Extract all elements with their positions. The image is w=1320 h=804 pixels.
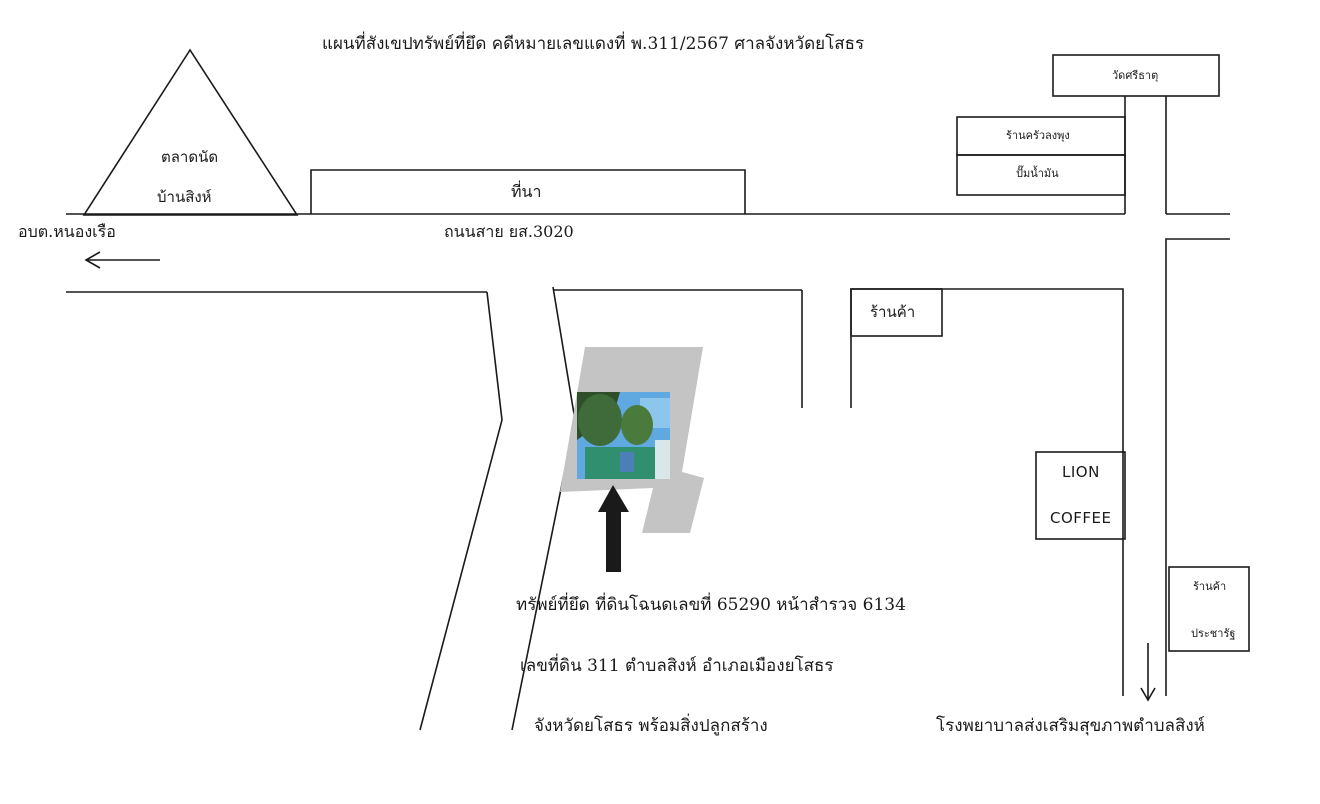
lion-coffee-box [1035, 451, 1126, 540]
temple-box [1052, 54, 1220, 97]
market-triangle [82, 48, 299, 216]
shop-block-left [850, 288, 1124, 696]
gas-station-box [956, 154, 1126, 196]
gas-station-label: ปั๊มน้ำมัน [1016, 167, 1059, 180]
property-label-line2: เลขที่ดิน 311 ตำบลสิงห์ อำเภอเมืองยโสธร [520, 656, 834, 676]
temple-label: วัดศรีธาตุ [1112, 69, 1159, 82]
west-arrow-head [84, 251, 101, 269]
property-label-line3: จังหวัดยโสธร พร้อมสิ่งปลูกสร้าง [534, 716, 768, 736]
property-label-line1: ทรัพย์ที่ยึด ที่ดินโฉนดเลขที่ 65290 หน้า… [516, 595, 906, 615]
market-label-line1: ตลาดนัด [161, 148, 219, 166]
lion-coffee-label-line1: LION [1062, 463, 1100, 481]
rice-field-box [310, 169, 746, 214]
hospital-label: โรงพยาบาลส่งเสริมสุขภาพตำบลสิงห์ [936, 716, 1205, 736]
property-photo [577, 392, 670, 479]
rice-field-label: ที่นา [511, 182, 542, 201]
road-name-label: ถนนสาย ยส.3020 [444, 222, 574, 241]
south-road-right-edge [1165, 238, 1230, 696]
shop-label: ร้านค้า [870, 303, 916, 321]
south-arrow-head [1140, 687, 1156, 702]
market-label-line2: บ้านสิงห์ [157, 188, 212, 206]
map-title: แผนที่สังเขปทรัพย์ที่ยึด คดีหมายเลขแดงที… [322, 34, 865, 54]
restaurant-label: ร้านครัวลงพุง [1006, 129, 1070, 142]
lion-coffee-label-line2: COFFEE [1050, 509, 1112, 527]
subdistrict-office-label: อบต.หนองเรือ [18, 222, 116, 241]
shop2-label-line1: ร้านค้า [1193, 580, 1227, 593]
shop2-box [1168, 566, 1250, 652]
shop2-label-line2: ประชารัฐ [1191, 627, 1236, 640]
side-road-left-edge [419, 291, 503, 731]
property-arrow [598, 485, 629, 572]
shop-box [850, 288, 943, 337]
